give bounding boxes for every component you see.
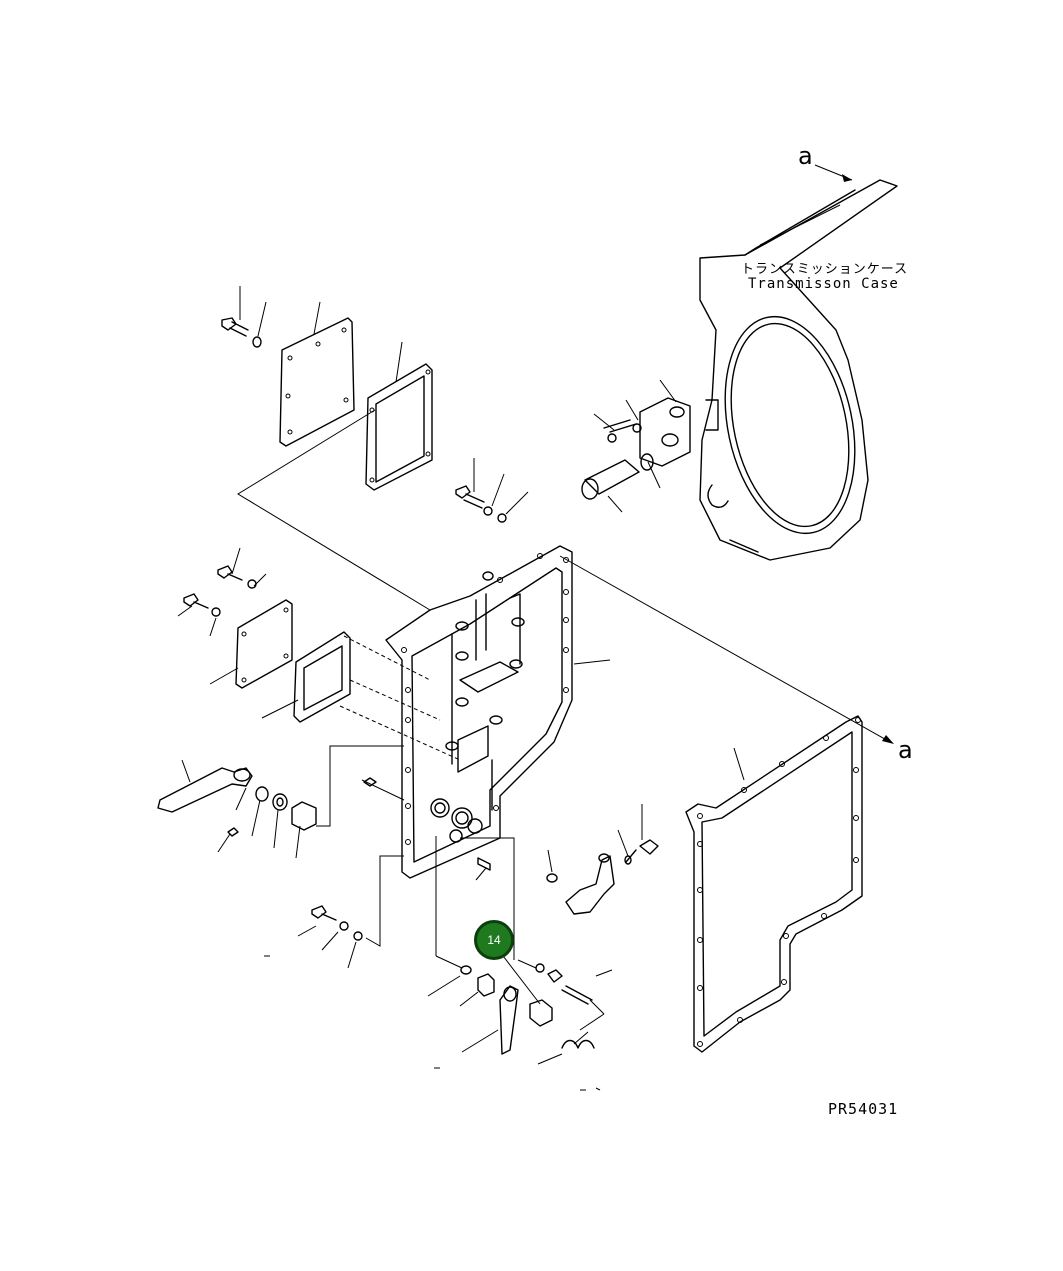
- main-housing-plate: [385, 545, 611, 879]
- transmission-case: [699, 179, 898, 561]
- transmission-case-label-en: Transmisson Case: [748, 276, 899, 292]
- callout-leader: [499, 951, 541, 1005]
- upper-gasket: [365, 363, 433, 491]
- side-gasket: [293, 631, 351, 723]
- drawing-code: PR54031: [828, 1100, 899, 1118]
- part-callout-14[interactable]: 14: [474, 920, 514, 960]
- upper-bolt-set: [221, 286, 403, 383]
- solenoid-valve: [581, 379, 691, 513]
- side-cover-plate: [235, 599, 293, 689]
- side-bolt-set: [177, 547, 299, 719]
- housing-top-bolts: [455, 458, 529, 523]
- transmission-case-label-jp: トランスミッションケース: [741, 262, 909, 277]
- lower-pin-set: [427, 836, 558, 1007]
- lower-lever-assembly: [461, 959, 613, 1065]
- lower-left-bolt-set: [297, 905, 363, 969]
- reference-mark-top: a: [798, 142, 813, 170]
- large-gasket: [685, 715, 863, 1053]
- right-small-lever: [565, 804, 659, 915]
- upper-cover-plate: [279, 317, 355, 447]
- left-lever-assembly: [157, 759, 317, 859]
- reference-mark-right: a: [898, 736, 913, 764]
